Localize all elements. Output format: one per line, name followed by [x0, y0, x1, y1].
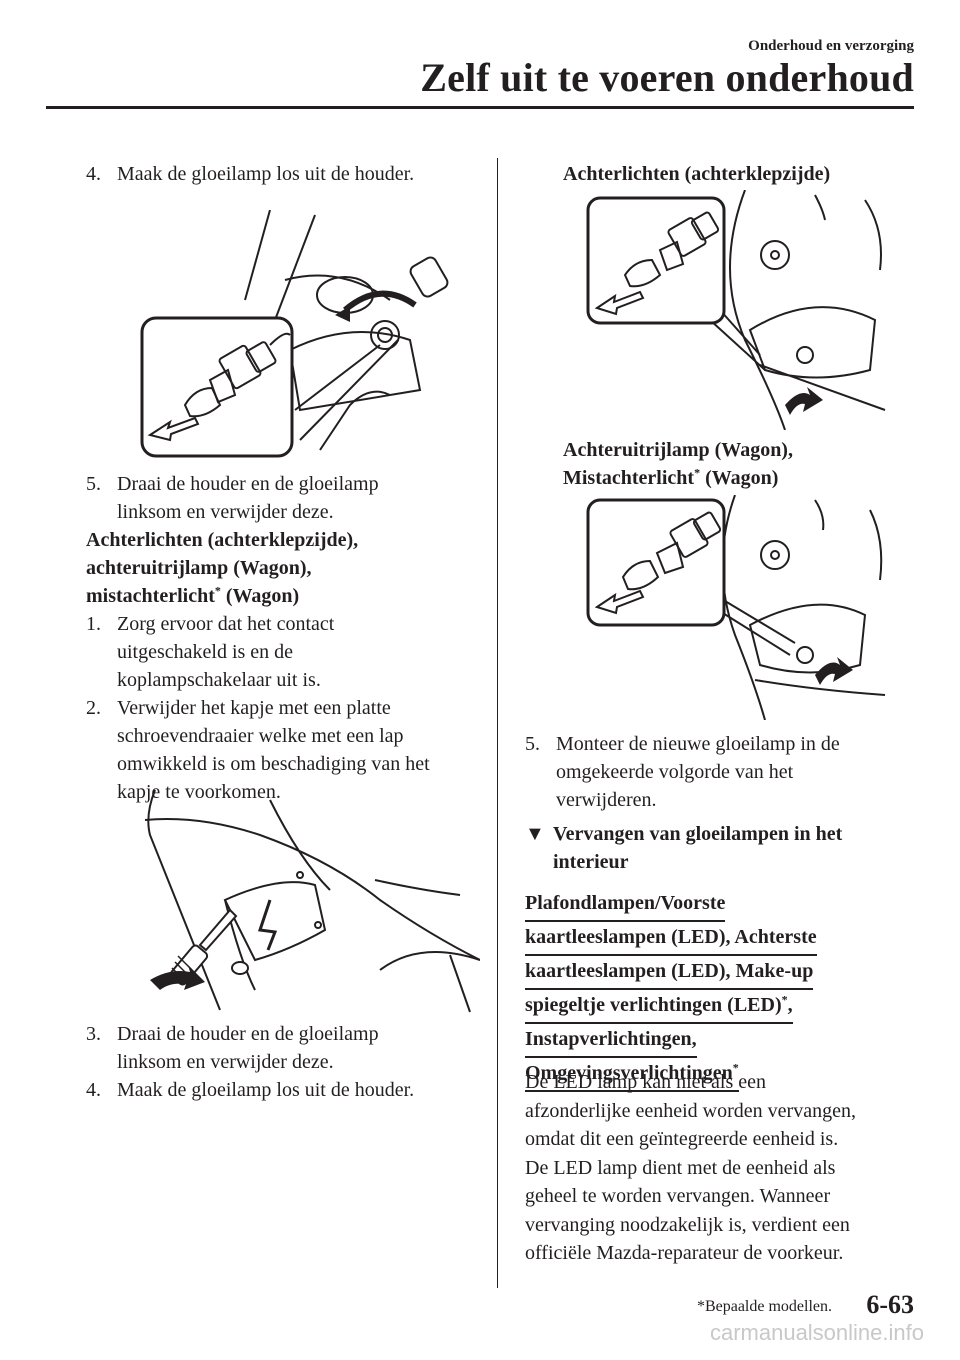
step-number: 4.	[86, 163, 101, 185]
step-line: linksom en verwijder deze.	[117, 501, 334, 523]
body-line: omdat dit een geïntegreerde eenheid is.	[525, 1128, 839, 1150]
caption-line: Achteruitrijlamp (Wagon),	[563, 439, 793, 461]
page-number: 6-63	[866, 1290, 914, 1319]
step-text: Maak de gloeilamp los uit de houder.	[117, 163, 415, 185]
step-line: linksom en verwijder deze.	[117, 1051, 334, 1073]
section-heading-rear-lamps: Achterlichten (achterklepzijde), achteru…	[86, 526, 358, 610]
sub-heading-line: spiegeltje verlichtingen (LED)*,	[525, 990, 793, 1024]
footnote: *Bepaalde modellen.	[696, 1298, 832, 1315]
caption-line: Mistachterlicht* (Wagon)	[563, 465, 779, 489]
step-line: Zorg ervoor dat het contact	[117, 613, 335, 635]
cap-removal-illustration	[144, 790, 480, 1013]
step-number: 3.	[86, 1023, 101, 1045]
step-line: Draai de houder en de gloeilamp	[117, 1023, 379, 1045]
step-line: verwijderen.	[556, 789, 657, 811]
step-line: omwikkeld is om beschadiging van het	[117, 753, 430, 775]
step-4-bottom: 4. Maak de gloeilamp los uit de houder.	[86, 1076, 414, 1104]
step-line: Draai de houder en de gloeilamp	[117, 473, 379, 495]
footnote-star: *	[781, 992, 788, 1007]
step-line: koplampschakelaar uit is.	[117, 669, 321, 691]
led-body-text: De LED lamp kan niet als een afzonderlij…	[525, 1068, 856, 1268]
body-line: officiële Mazda-reparateur de voorkeur.	[525, 1242, 844, 1264]
triangle-icon: ▼	[525, 823, 545, 845]
sub-heading-interior-lamps: Plafondlampen/Voorste kaartleeslampen (L…	[525, 888, 925, 1092]
watermark: carmanualsonline.info	[709, 1320, 924, 1345]
step-line: Verwijder het kapje met een platte	[117, 697, 391, 719]
step-number: 5.	[525, 733, 540, 755]
footnote-star: *	[732, 1060, 739, 1075]
body-line: De LED lamp dient met de eenheid als	[525, 1156, 836, 1179]
sub-heading-line: kaartleeslampen (LED), Achterste	[525, 922, 817, 956]
column-divider	[497, 158, 498, 1288]
step-number: 2.	[86, 697, 101, 719]
sub-heading-line: Omgevingsverlichtingen*	[525, 1058, 739, 1092]
heading-line: interieur	[553, 851, 629, 873]
reverse-lamp-bulb-illustration	[586, 495, 886, 720]
step-4-top: 4. Maak de gloeilamp los uit de houder.	[86, 160, 414, 188]
header-rule	[46, 106, 914, 109]
bulb-removal-illustration	[140, 210, 449, 458]
section-label: Onderhoud en verzorging	[748, 38, 914, 54]
heading-line: achteruitrijlamp (Wagon),	[86, 557, 312, 579]
heading-line: Achterlichten (achterklepzijde),	[86, 529, 359, 551]
heading-line: ▼Vervangen van gloeilampen in het	[525, 820, 842, 848]
page-title: Zelf uit te voeren onderhoud	[420, 55, 914, 100]
step-line: schroevendraaier welke met een lap	[117, 725, 404, 747]
step-number: 4.	[86, 1079, 101, 1101]
sub-heading-line: kaartleeslampen (LED), Make-up	[525, 956, 814, 990]
step-line: omgekeerde volgorde van het	[556, 761, 794, 783]
step-1: 1. Zorg ervoor dat het contact uitgescha…	[86, 610, 334, 694]
step-line: uitgeschakeld is en de	[117, 641, 294, 663]
heading-line: mistachterlicht* (Wagon)	[86, 583, 300, 607]
sub-heading-line: Instapverlichtingen,	[525, 1024, 697, 1058]
footnote-star: *	[694, 465, 701, 480]
caption-tail-lights: Achterlichten (achterklepzijde)	[563, 163, 831, 185]
section-heading-interior: ▼Vervangen van gloeilampen in het interi…	[525, 820, 842, 876]
step-text: Maak de gloeilamp los uit de houder.	[117, 1079, 415, 1101]
step-line: Monteer de nieuwe gloeilamp in de	[556, 733, 840, 755]
tail-light-bulb-illustration	[586, 190, 886, 430]
body-line: geheel te worden vervangen. Wanneer	[525, 1185, 831, 1207]
body-line: vervanging noodzakelijk is, verdient een	[525, 1213, 850, 1236]
sub-heading-line: Plafondlampen/Voorste	[525, 888, 726, 922]
body-line: De LED lamp kan niet als een	[525, 1071, 767, 1093]
step-5-right: 5. Monteer de nieuwe gloeilamp in de omg…	[525, 730, 840, 814]
step-number: 5.	[86, 473, 101, 495]
footnote-star: *	[214, 583, 221, 598]
body-line: afzonderlijke eenheid worden vervangen,	[525, 1099, 856, 1122]
step-line: kapje te voorkomen.	[117, 781, 281, 803]
caption-reverse-fog-lamp: Achteruitrijlamp (Wagon), Mistachterlich…	[563, 436, 793, 492]
step-2: 2. Verwijder het kapje met een platte sc…	[86, 694, 430, 806]
step-5-left: 5. Draai de houder en de gloeilamp links…	[86, 470, 379, 526]
step-number: 1.	[86, 613, 101, 635]
step-3: 3. Draai de houder en de gloeilamp links…	[86, 1020, 379, 1076]
